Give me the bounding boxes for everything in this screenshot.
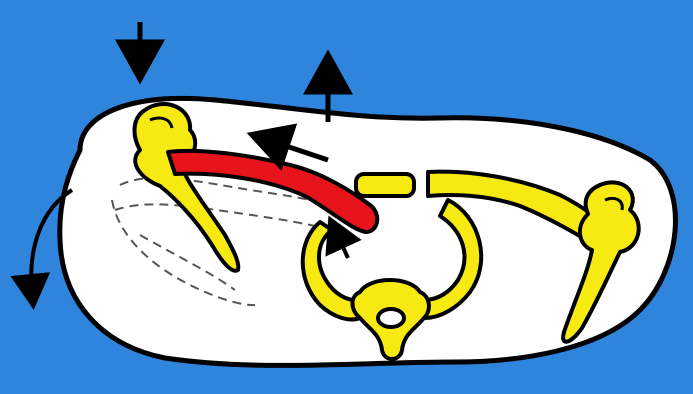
sternum-segment	[356, 174, 414, 196]
